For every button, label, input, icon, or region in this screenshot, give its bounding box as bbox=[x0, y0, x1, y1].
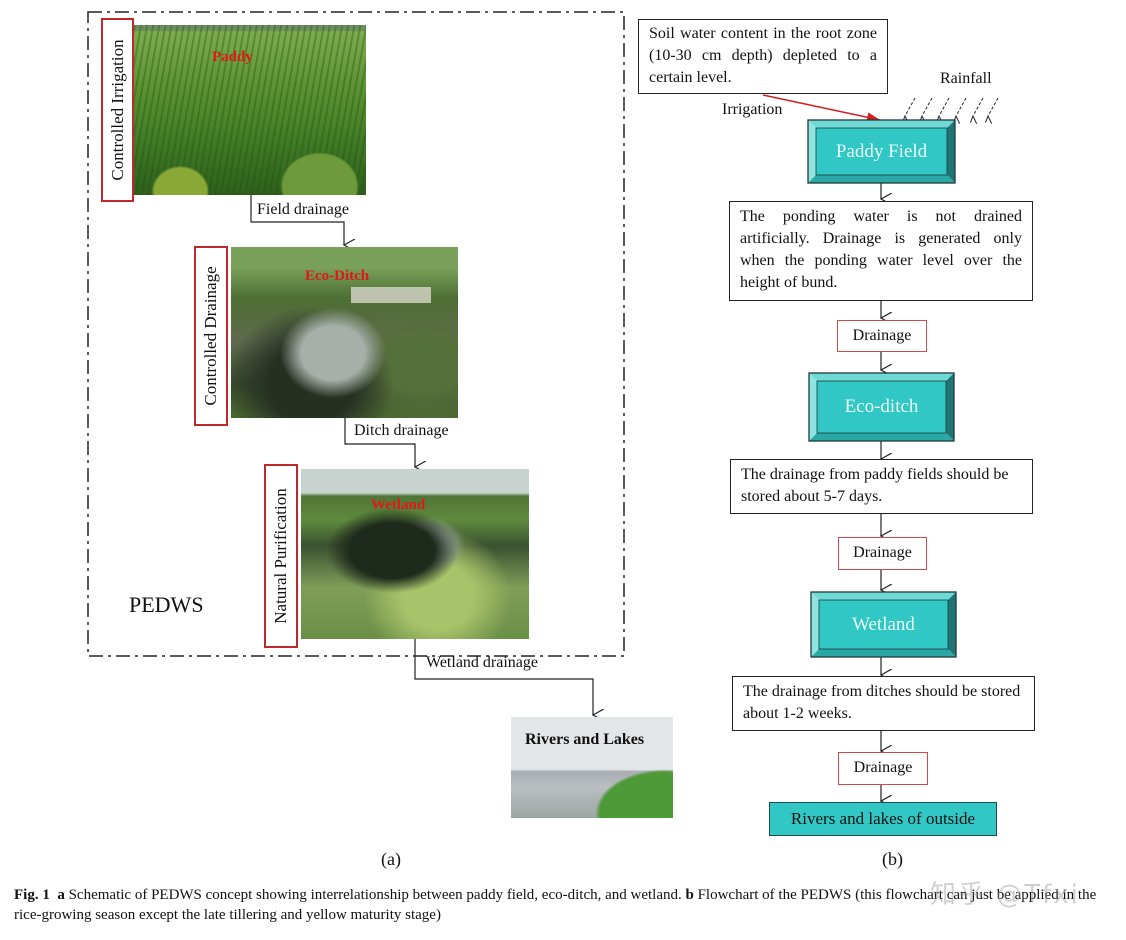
eco-ditch-node-shape bbox=[808, 372, 955, 442]
side-label-text: Controlled Irrigation bbox=[107, 39, 127, 181]
rainfall-arrows bbox=[905, 97, 999, 116]
paddy-field-node-shape bbox=[807, 119, 956, 184]
wetland-note: The drainage from ditches should be stor… bbox=[732, 676, 1035, 731]
wetland-drainage-label: Wetland drainage bbox=[426, 654, 538, 671]
field-drainage-label: Field drainage bbox=[257, 201, 349, 218]
rain-arrow bbox=[922, 97, 933, 116]
rainfall-label: Rainfall bbox=[940, 70, 992, 87]
controlled-drainage-label: Controlled Drainage bbox=[194, 246, 228, 426]
panel-b-label: (b) bbox=[882, 849, 903, 869]
eco-ditch-photo: Eco-Ditch bbox=[231, 247, 458, 418]
pedws-boundary bbox=[87, 11, 625, 657]
eco-ditch-node-label: Eco-ditch bbox=[844, 396, 919, 417]
caption-b-marker: b bbox=[685, 887, 694, 903]
field-drainage-connector bbox=[250, 195, 344, 245]
eco-ditch-photo-title: Eco-Ditch bbox=[305, 268, 370, 284]
caption-a-marker: a bbox=[57, 887, 65, 903]
paddy-field-node-label: Paddy Field bbox=[835, 140, 928, 162]
caption-b-text: Flowchart of the PEDWS (this flowchart c… bbox=[14, 887, 1097, 923]
paddy-field-node: Paddy Field bbox=[808, 120, 955, 183]
paddy-photo: Paddy bbox=[134, 25, 366, 195]
wetland-node: Wetland bbox=[811, 592, 956, 657]
wetland-drainage-connector bbox=[414, 639, 593, 715]
rivers-and-lakes-title: Rivers and Lakes bbox=[525, 731, 645, 748]
side-label-text: Natural Purification bbox=[271, 488, 290, 624]
panel-a-label: (a) bbox=[381, 849, 401, 869]
rain-arrow bbox=[973, 97, 984, 116]
drainage-box-1: Drainage bbox=[837, 320, 927, 352]
wetland-node-label: Wetland bbox=[852, 613, 915, 635]
rivers-and-lakes-node: Rivers and lakes of outside bbox=[769, 802, 997, 836]
rain-arrow bbox=[939, 97, 950, 116]
pedws-label: PEDWS bbox=[129, 592, 204, 617]
drainage-box-2: Drainage bbox=[838, 537, 927, 570]
figure-caption: Fig. 1 a Schematic of PEDWS concept show… bbox=[14, 885, 1114, 925]
rain-arrow bbox=[988, 97, 999, 116]
ditch-drainage-connector bbox=[344, 418, 415, 467]
controlled-irrigation-label: Controlled Irrigation bbox=[101, 18, 134, 202]
wetland-node-shape bbox=[810, 591, 957, 658]
trigger-box: Soil water content in the root zone (10-… bbox=[638, 19, 888, 94]
paddy-field-note: The ponding water is not drained artific… bbox=[729, 201, 1033, 301]
rain-arrow bbox=[905, 97, 916, 116]
rain-arrow bbox=[956, 97, 967, 116]
drainage-box-3: Drainage bbox=[838, 752, 928, 785]
watermark: 知乎 @Tfxi bbox=[930, 880, 1080, 910]
eco-ditch-node: Eco-ditch bbox=[809, 373, 954, 441]
wetland-photo: Wetland bbox=[301, 469, 529, 639]
natural-purification-label: Natural Purification bbox=[264, 464, 298, 648]
wetland-photo-title: Wetland bbox=[371, 497, 426, 513]
irrigation-label: Irrigation bbox=[722, 101, 783, 118]
rivers-and-lakes-photo: Rivers and Lakes bbox=[511, 717, 673, 818]
caption-fig-number: Fig. 1 bbox=[14, 887, 50, 903]
eco-ditch-note: The drainage from paddy fields should be… bbox=[730, 459, 1033, 514]
irrigation-arrow bbox=[762, 94, 881, 123]
paddy-photo-title: Paddy bbox=[212, 49, 253, 65]
caption-a-text: Schematic of PEDWS concept showing inter… bbox=[68, 887, 682, 903]
ditch-drainage-label: Ditch drainage bbox=[354, 422, 449, 439]
side-label-text: Controlled Drainage bbox=[201, 266, 220, 406]
